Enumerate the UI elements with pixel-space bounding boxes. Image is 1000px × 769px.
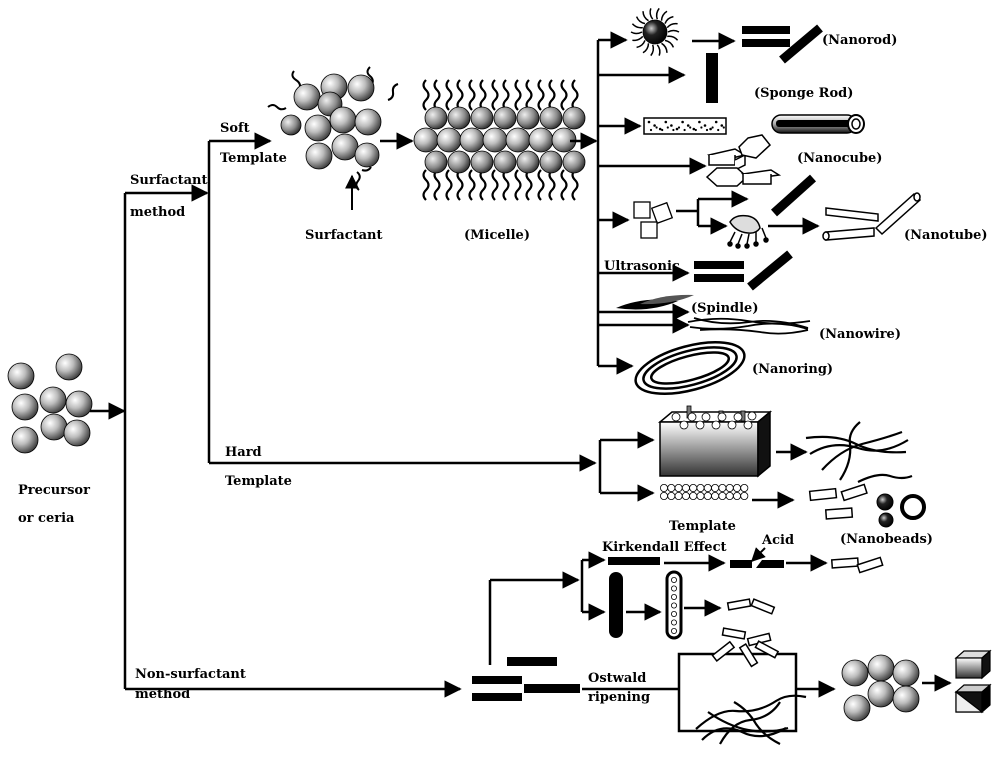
sponge-rod-label: (Sponge Rod) xyxy=(754,86,853,101)
nanobead-shapes xyxy=(876,493,926,528)
fragment-shapes xyxy=(726,598,776,615)
main-trunk xyxy=(90,184,462,698)
non-surfactant-method-label: Non-surfactant xyxy=(135,667,246,682)
nanotube-rod-shape xyxy=(770,174,817,217)
nanocube-label: (Nanocube) xyxy=(797,151,882,166)
sponge-rod-shape xyxy=(706,53,718,103)
micelle-label: (Micelle) xyxy=(464,228,530,243)
fiber-network-shape xyxy=(805,421,913,483)
nanobeads-label: (Nanobeads) xyxy=(840,532,933,547)
stacked-bars-shape xyxy=(472,657,580,701)
spindle-label: (Spindle) xyxy=(691,301,758,316)
nanoring-label: (Nanoring) xyxy=(752,362,833,377)
nanowire-label: (Nanowire) xyxy=(819,327,901,342)
ostwald-fragments xyxy=(711,627,780,668)
acid-label: Acid xyxy=(761,533,794,548)
ostwald-loop xyxy=(677,652,798,733)
ostwald-ripening-label-line2: ripening xyxy=(588,690,650,705)
etched-rod-shape xyxy=(730,560,784,568)
final-particles xyxy=(841,654,920,722)
spherical-micelle-icon xyxy=(630,7,680,57)
ostwald-wires xyxy=(695,694,807,745)
nanowire-shapes xyxy=(687,317,811,335)
kirkendall-effect-label: Kirkendall Effect xyxy=(602,540,727,555)
capsule-shapes xyxy=(609,570,683,640)
nanocube-shapes xyxy=(705,134,782,187)
micelle xyxy=(413,79,586,201)
brush-shape xyxy=(727,214,769,249)
hollow-rod-shapes xyxy=(830,556,884,574)
nanorod-label: (Nanorod) xyxy=(822,33,897,48)
surfactant-cluster xyxy=(267,66,399,210)
tube-shape xyxy=(771,114,865,134)
soft-template-label-line2: Template xyxy=(220,151,287,166)
surfactant-branches xyxy=(207,132,597,472)
acid-arrow xyxy=(751,547,766,562)
nanorod-shape xyxy=(742,24,823,64)
porous-template-block xyxy=(657,405,773,478)
surfactant-method-label-line2: method xyxy=(130,205,185,220)
kirkendall-branch xyxy=(488,551,606,665)
cube-stack-shapes xyxy=(633,201,674,239)
non-surfactant-method-label-line2: method xyxy=(135,687,190,702)
template-label: Template xyxy=(669,519,736,534)
surfactant-method-label: Surfactant xyxy=(130,173,208,188)
precursor-label: Precursor xyxy=(18,483,90,498)
soft-template-label: Soft xyxy=(220,121,250,136)
hard-template-label-line2: Template xyxy=(225,474,292,489)
short-tube-shapes xyxy=(808,483,868,520)
soft-template-tree xyxy=(596,31,707,375)
final-cubes xyxy=(954,649,992,714)
precursor-spheres xyxy=(7,353,93,454)
hard-template-label: Hard xyxy=(225,445,262,460)
dotted-bar-shape xyxy=(643,117,727,135)
ultrasonic-label: Ultrasonic xyxy=(604,259,680,274)
ostwald-ripening-label: Ostwald xyxy=(588,671,646,686)
precursor-label-line2: or ceria xyxy=(18,511,75,526)
spindle-shapes xyxy=(616,294,694,310)
template-bead-row xyxy=(660,483,749,500)
nanotube-label: (Nanotube) xyxy=(904,228,988,243)
nanotube-branch xyxy=(676,190,749,235)
ultrasonic-rods xyxy=(694,250,793,291)
hard-template-branch xyxy=(598,431,655,502)
nanotube-shapes xyxy=(822,192,922,241)
kirkendall-rod xyxy=(608,557,660,565)
surfactant-label: Surfactant xyxy=(305,228,383,243)
nanoring-shape xyxy=(634,341,746,395)
